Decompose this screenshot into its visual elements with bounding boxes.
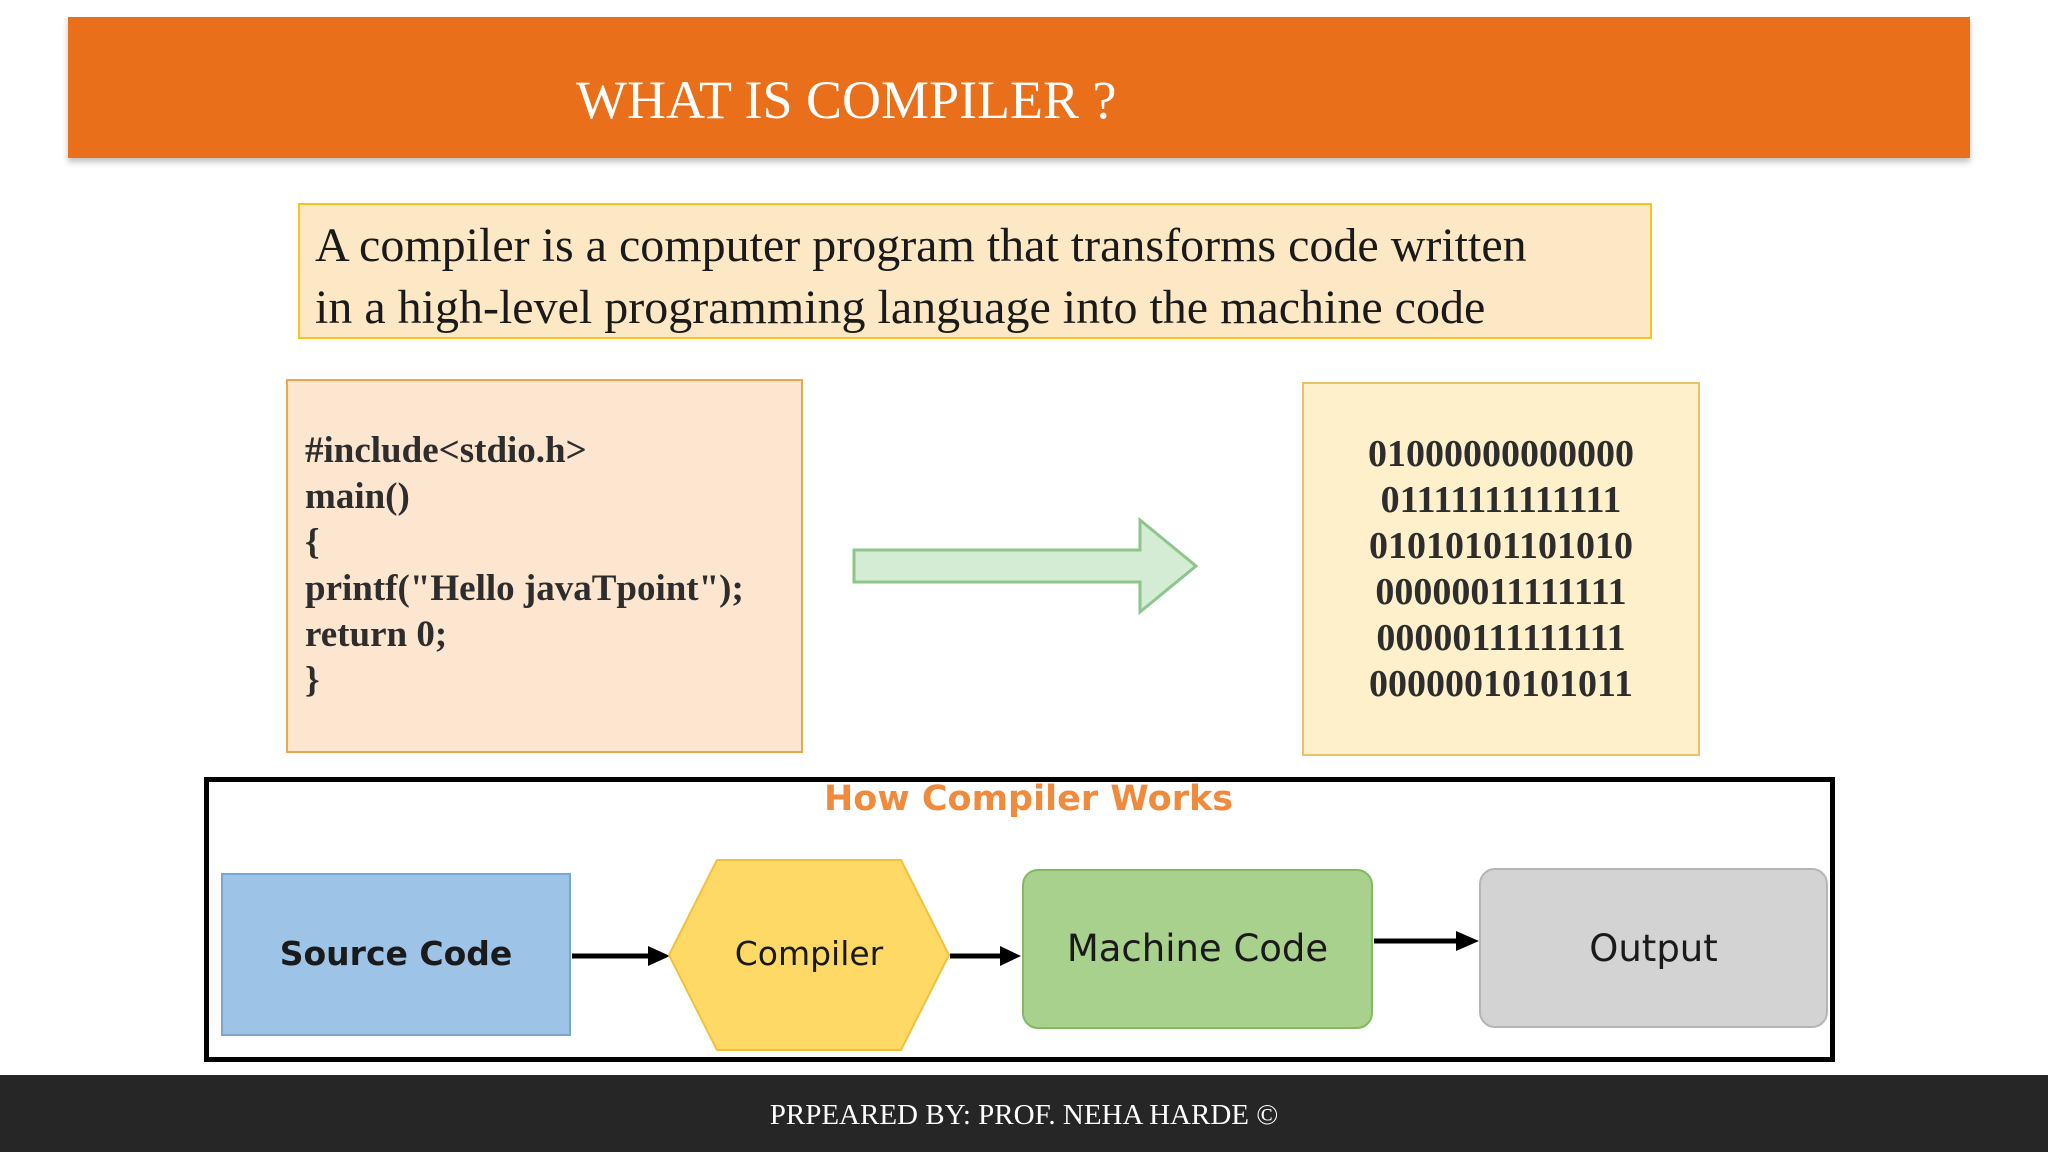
- machine-code-box: [1302, 382, 1700, 756]
- source-code-line: }: [305, 660, 320, 701]
- flow-arrow-icon: [1374, 931, 1479, 951]
- right-arrow-icon: [852, 516, 1199, 616]
- title-banner: [68, 17, 1970, 158]
- source-code-line: printf("Hello javaTpoint");: [305, 568, 744, 609]
- flow-arrow-icon: [572, 946, 670, 966]
- flow-step-label: Machine Code: [1066, 927, 1329, 970]
- flow-title: How Compiler Works: [824, 779, 1234, 819]
- machine-code-line: 00000111111111: [1376, 617, 1626, 659]
- footer-credit: PRPEARED BY: PROF. NEHA HARDE ©: [769, 1099, 1279, 1131]
- source-code-line: return 0;: [305, 614, 448, 655]
- flow-step-compiler: [667, 859, 951, 1051]
- flow-step-label: Source Code: [279, 934, 513, 973]
- source-code-line: #include<stdio.h>: [305, 430, 587, 471]
- source-code-box: [286, 379, 803, 753]
- definition-line-1: A compiler is a computer program that tr…: [315, 219, 1527, 272]
- footer-bar: [0, 1075, 2048, 1152]
- flow-step-label: Compiler: [734, 934, 884, 973]
- flow-arrow-icon: [950, 946, 1021, 966]
- definition-box: [298, 203, 1652, 339]
- machine-code-line: 00000011111111: [1375, 571, 1627, 613]
- source-code-line: main(): [305, 476, 410, 517]
- slide-title: WHAT IS COMPILER ?: [576, 70, 1117, 130]
- definition-line-2: in a high-level programming language int…: [315, 281, 1486, 334]
- machine-code-line: 01010101101010: [1369, 525, 1633, 567]
- machine-code-line: 01000000000000: [1368, 433, 1634, 475]
- flow-step-label: Output: [1589, 927, 1718, 970]
- machine-code-line: 01111111111111: [1380, 479, 1622, 521]
- flow-step-source-code: [221, 873, 571, 1036]
- flow-step-machine-code: [1022, 869, 1373, 1029]
- source-code-line: {: [305, 522, 320, 563]
- flow-step-output: [1479, 868, 1828, 1028]
- machine-code-line: 00000010101011: [1369, 663, 1633, 705]
